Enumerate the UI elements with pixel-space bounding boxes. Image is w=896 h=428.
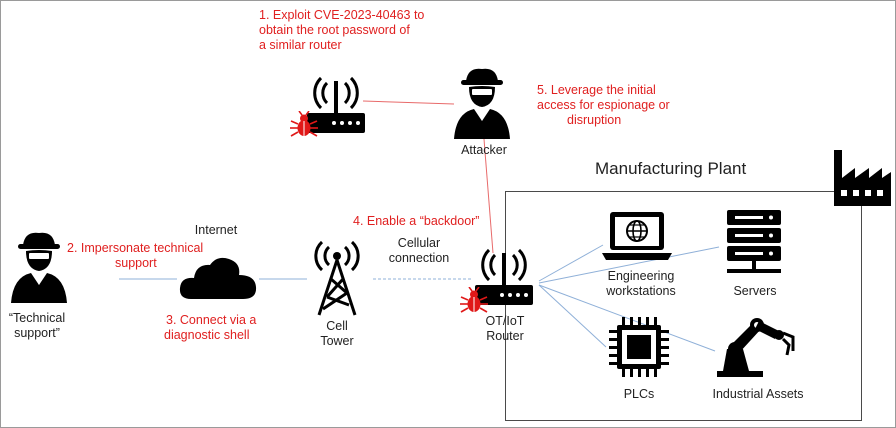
step-2-line-2: support <box>115 256 157 270</box>
connector-otrouter-plcs <box>538 284 607 348</box>
step-1-annotation: 1. Exploit CVE-2023-40463 to obtain the … <box>259 8 424 53</box>
cell-tower-icon <box>314 241 360 316</box>
technical-support-label: “Technical support” <box>3 311 71 341</box>
cellular-connection-line-1: Cellular <box>397 236 441 250</box>
router-icon <box>307 76 365 133</box>
connector-otrouter-assets <box>538 284 716 352</box>
technical-support-line-1: “Technical <box>8 311 66 325</box>
step-5-line-3: disruption <box>567 113 622 127</box>
cloud-icon <box>179 257 257 299</box>
manufacturing-plant-box <box>505 191 862 421</box>
engineering-workstations-label: Engineering workstations <box>593 269 689 299</box>
internet-label: Internet <box>194 223 238 237</box>
ot-router-line-1: OT/IoT <box>485 314 525 328</box>
factory-icon <box>834 150 891 206</box>
step-1-line-2: obtain the root password of <box>259 23 410 37</box>
step-1-line-3: a similar router <box>259 38 342 52</box>
step-2-line-1: 2. Impersonate technical <box>67 241 204 255</box>
laptop-icon <box>602 212 672 260</box>
connector-otrouter-servers <box>538 246 720 284</box>
ot-router-label: OT/IoT Router <box>475 314 535 344</box>
step-5-line-1: 5. Leverage the initial <box>537 83 656 97</box>
connector-otrouter-workstations <box>538 244 604 282</box>
cell-tower-line-1: Cell <box>326 319 348 333</box>
plant-title: Manufacturing Plant <box>595 159 747 178</box>
industrial-assets-label: Industrial Assets <box>712 387 804 401</box>
ot-router-line-2: Router <box>486 329 524 343</box>
plcs-label: PLCs <box>623 387 655 401</box>
chip-icon <box>609 317 669 377</box>
cell-tower-label: Cell Tower <box>311 319 363 349</box>
step-1-line-1: 1. Exploit CVE-2023-40463 to <box>259 8 425 22</box>
hacker-icon <box>454 68 510 139</box>
cellular-connection-label: Cellular connection <box>381 236 457 266</box>
cell-tower-line-2: Tower <box>320 334 354 348</box>
server-icon <box>727 210 781 273</box>
connector-router-attacker <box>362 100 455 105</box>
step-4-annotation: 4. Enable a “backdoor” <box>353 214 480 228</box>
step-3-annotation: 3. Connect via a diagnostic shell <box>164 313 256 343</box>
technical-support-line-2: support” <box>14 326 60 340</box>
engineering-workstations-line-2: workstations <box>606 284 676 298</box>
hacker-icon <box>11 232 67 303</box>
bug-icon <box>460 287 488 313</box>
servers-label: Servers <box>733 284 777 298</box>
step-3-line-2: diagnostic shell <box>164 328 250 342</box>
step-2-annotation: 2. Impersonate technical support <box>67 241 203 271</box>
bug-icon <box>290 111 318 137</box>
router-icon <box>475 248 533 305</box>
connector-attacker-otrouter <box>483 138 494 254</box>
engineering-workstations-line-1: Engineering <box>607 269 675 283</box>
step-5-line-2: access for espionage or <box>537 98 670 112</box>
cellular-connection-line-2: connection <box>388 251 450 265</box>
robot-arm-icon <box>717 318 795 377</box>
step-3-line-1: 3. Connect via a <box>166 313 257 327</box>
step-5-annotation: 5. Leverage the initial access for espio… <box>537 83 670 128</box>
attacker-label: Attacker <box>461 143 507 157</box>
